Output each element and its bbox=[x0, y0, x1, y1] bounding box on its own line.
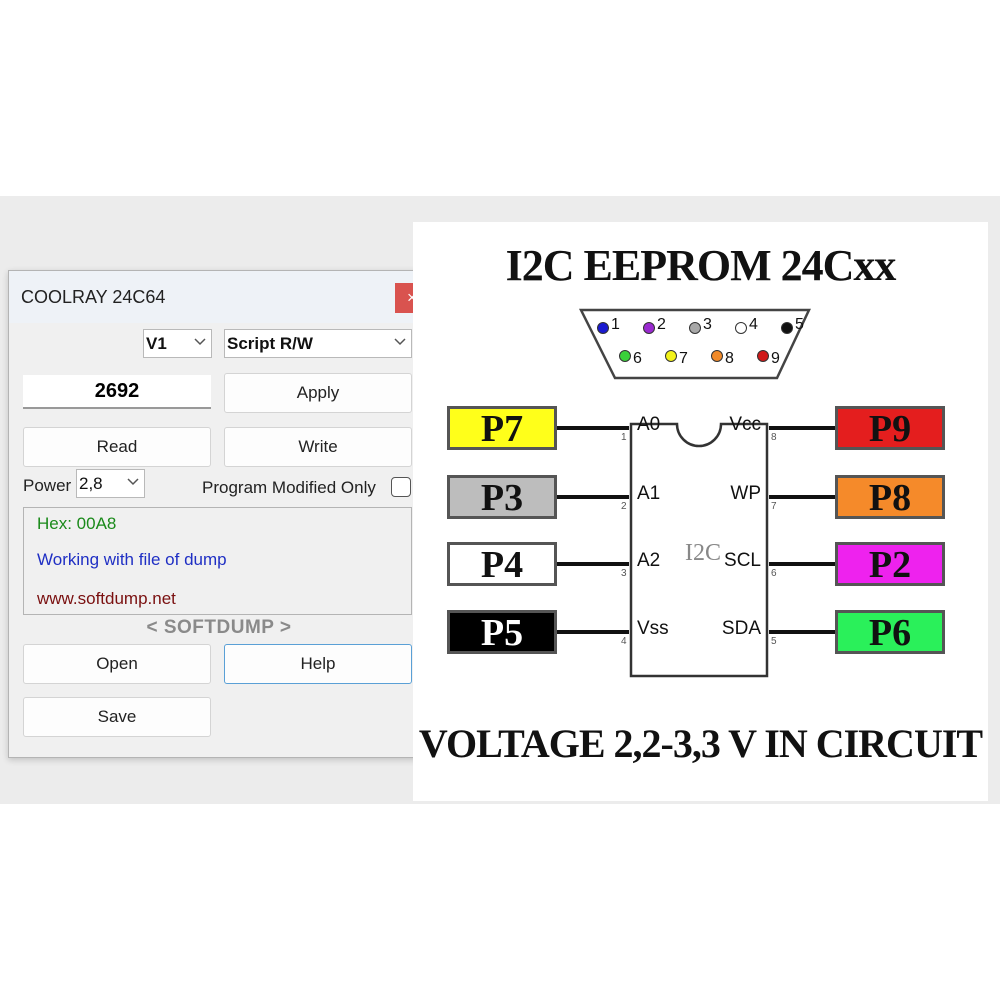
dsub-pin-1 bbox=[597, 322, 609, 334]
chip-pin-number: 2 bbox=[621, 501, 627, 512]
dsub-pin-number: 6 bbox=[633, 350, 642, 367]
program-modified-label: Program Modified Only bbox=[202, 478, 376, 497]
status-text: Working with file of dump bbox=[37, 550, 227, 569]
write-button[interactable]: Write bbox=[224, 427, 412, 467]
chip-body bbox=[629, 422, 769, 678]
window-title: COOLRAY 24C64 bbox=[21, 287, 166, 307]
diagram-title: I2C EEPROM 24Cxx bbox=[505, 241, 897, 290]
dsub-pin-7 bbox=[665, 350, 677, 362]
hex-text: Hex: 00A8 bbox=[37, 514, 117, 533]
mode-select-value: Script R/W bbox=[227, 334, 313, 353]
wire bbox=[557, 426, 629, 430]
chip-pin-number: 5 bbox=[771, 636, 777, 647]
chip-pin-label-scl: SCL bbox=[724, 550, 761, 571]
power-select[interactable]: 2,8 bbox=[76, 469, 145, 498]
power-select-value: 2,8 bbox=[79, 474, 103, 493]
dsub-pin-number: 5 bbox=[795, 316, 804, 333]
eeprom-pinout-diagram: I2C EEPROM 24Cxx I2C VOLTAGE 2,2-3,3 V I… bbox=[413, 222, 988, 801]
dsub-pin-2 bbox=[643, 322, 655, 334]
dsub-pin-number: 1 bbox=[611, 316, 620, 333]
title-bar: COOLRAY 24C64 × bbox=[9, 271, 429, 323]
wire bbox=[769, 630, 835, 634]
chip-pin-number: 7 bbox=[771, 501, 777, 512]
voltage-footer: VOLTAGE 2,2-3,3 V IN CIRCUIT bbox=[418, 721, 983, 766]
chip-pin-number: 3 bbox=[621, 568, 627, 579]
chevron-down-icon bbox=[127, 478, 139, 486]
dsub-pin-4 bbox=[735, 322, 747, 334]
dsub-pin-number: 8 bbox=[725, 350, 734, 367]
wire bbox=[557, 630, 629, 634]
power-label: Power bbox=[23, 476, 72, 495]
open-button[interactable]: Open bbox=[23, 644, 211, 684]
probe-box-p5: P5 bbox=[447, 610, 557, 654]
dsub-pin-number: 3 bbox=[703, 316, 712, 333]
dsub-pin-number: 9 bbox=[771, 350, 780, 367]
dsub-pin-number: 7 bbox=[679, 350, 688, 367]
dsub-connector bbox=[578, 308, 811, 380]
wire bbox=[769, 562, 835, 566]
dsub-pin-9 bbox=[757, 350, 769, 362]
code-input[interactable]: 2692 bbox=[23, 375, 211, 409]
chevron-down-icon bbox=[394, 338, 406, 346]
chip-label: I2C bbox=[685, 540, 721, 566]
dsub-pin-number: 4 bbox=[749, 316, 758, 333]
chip-pin-label-a0: A0 bbox=[637, 414, 661, 435]
chip-pin-label-vss: Vss bbox=[637, 618, 669, 639]
chip-pin-label-a2: A2 bbox=[637, 550, 661, 571]
chip-pin-number: 1 bbox=[621, 432, 627, 443]
dsub-pin-5 bbox=[781, 322, 793, 334]
brand-label: < SOFTDUMP > bbox=[146, 617, 292, 638]
save-button[interactable]: Save bbox=[23, 697, 211, 737]
probe-box-p4: P4 bbox=[447, 542, 557, 586]
probe-box-p2: P2 bbox=[835, 542, 945, 586]
dsub-pin-6 bbox=[619, 350, 631, 362]
close-icon: × bbox=[407, 288, 417, 307]
chip-pin-number: 4 bbox=[621, 636, 627, 647]
chip-pin-number: 8 bbox=[771, 432, 777, 443]
info-panel: Hex: 00A8 Working with file of dump www.… bbox=[23, 507, 412, 615]
chip-pin-label-a1: A1 bbox=[637, 483, 661, 504]
chip-pin-number: 6 bbox=[771, 568, 777, 579]
wire bbox=[557, 495, 629, 499]
wire bbox=[769, 426, 835, 430]
probe-box-p3: P3 bbox=[447, 475, 557, 519]
probe-box-p9: P9 bbox=[835, 406, 945, 450]
website-link[interactable]: www.softdump.net bbox=[37, 589, 176, 608]
probe-box-p6: P6 bbox=[835, 610, 945, 654]
chevron-down-icon bbox=[194, 338, 206, 346]
apply-button[interactable]: Apply bbox=[224, 373, 412, 413]
wire bbox=[557, 562, 629, 566]
chip-pin-label-wp: WP bbox=[730, 483, 761, 504]
probe-box-p8: P8 bbox=[835, 475, 945, 519]
dsub-pin-8 bbox=[711, 350, 723, 362]
chip-pin-label-vcc: Vcc bbox=[729, 414, 761, 435]
program-modified-checkbox[interactable] bbox=[391, 477, 411, 497]
chip-pin-label-sda: SDA bbox=[721, 618, 761, 639]
version-select[interactable]: V1 bbox=[143, 329, 212, 358]
read-button[interactable]: Read bbox=[23, 427, 211, 467]
app-window: COOLRAY 24C64 × V1 Script R/W 2692 Apply… bbox=[8, 270, 430, 758]
dsub-pin-number: 2 bbox=[657, 316, 666, 333]
wire bbox=[769, 495, 835, 499]
dsub-pin-3 bbox=[689, 322, 701, 334]
help-button[interactable]: Help bbox=[224, 644, 412, 684]
version-select-value: V1 bbox=[146, 334, 167, 353]
probe-box-p7: P7 bbox=[447, 406, 557, 450]
mode-select[interactable]: Script R/W bbox=[224, 329, 412, 358]
